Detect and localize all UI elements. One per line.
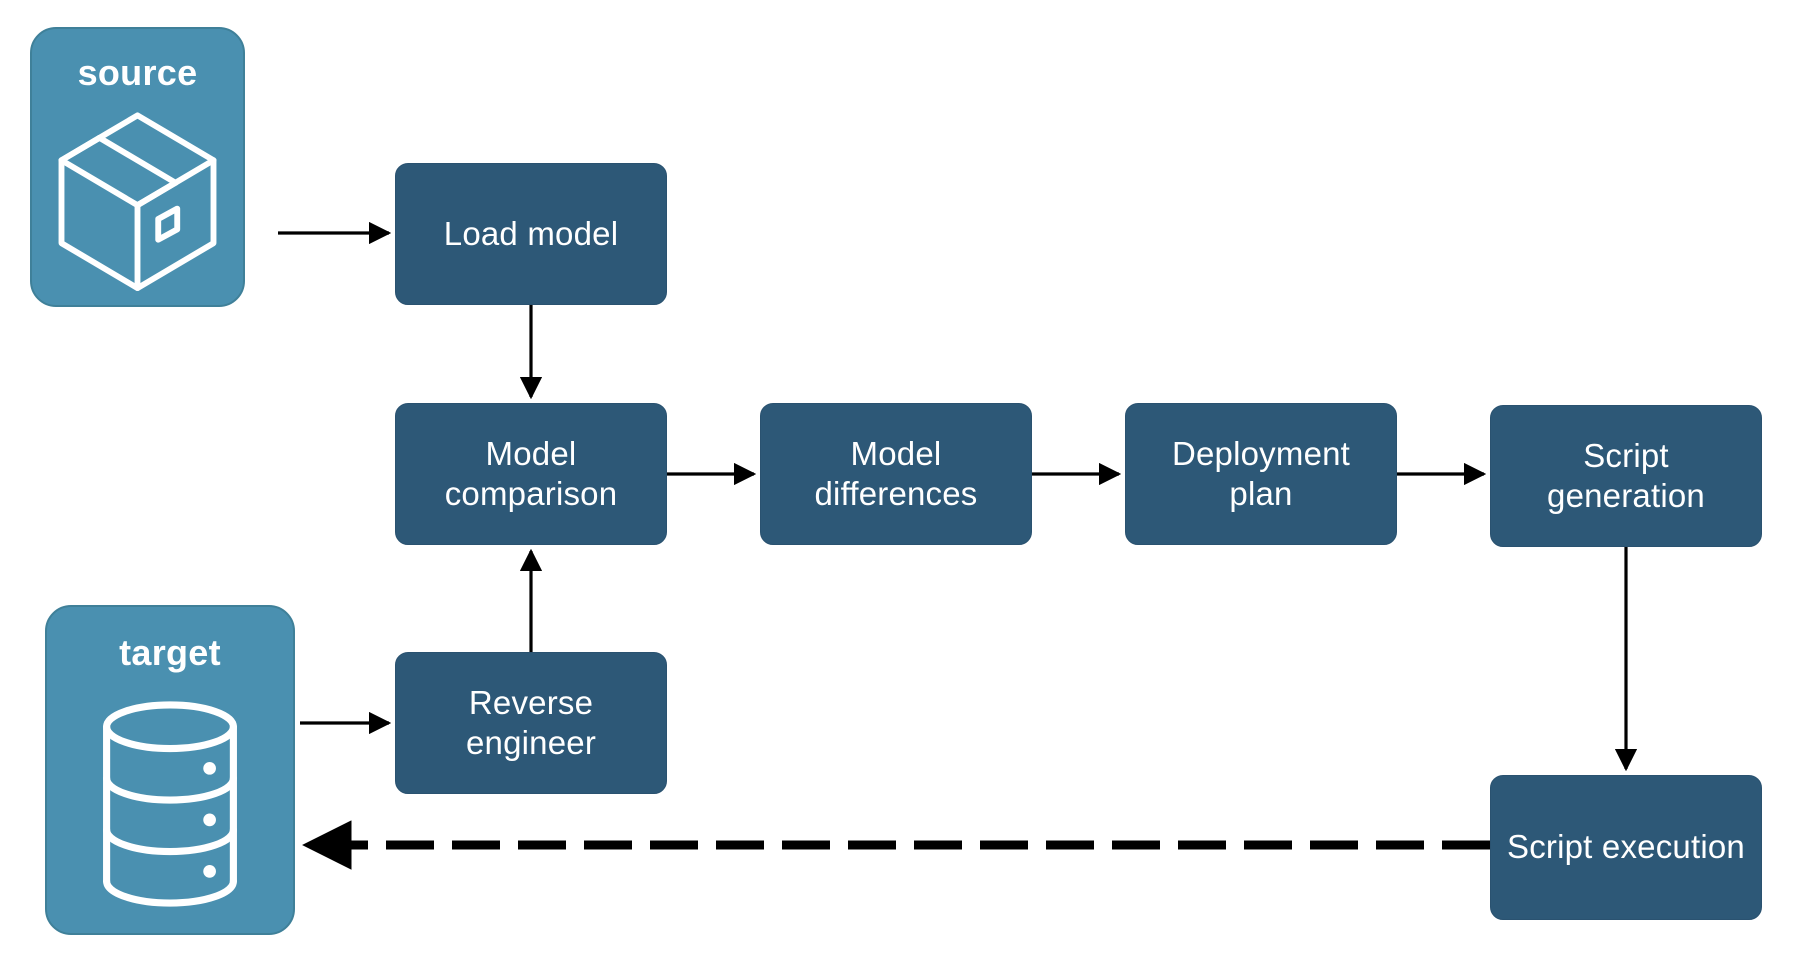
endpoint-source-label: source — [77, 52, 198, 93]
process-load-model-label: Load model — [443, 214, 619, 252]
process-reverse-engineer[interactable]: Reverse engineer — [395, 652, 667, 794]
process-script-execution-label: Script execution — [1507, 828, 1745, 866]
process-deployment-plan[interactable]: Deployment plan — [1125, 403, 1397, 545]
process-reverse-engineer-label: Reverse engineer — [465, 683, 597, 761]
process-model-comparison-label: Model comparison — [444, 434, 618, 512]
process-script-execution[interactable]: Script execution — [1490, 775, 1762, 920]
process-script-generation[interactable]: Script generation — [1490, 405, 1762, 547]
process-script-generation-label: Script generation — [1547, 436, 1705, 514]
process-model-differences[interactable]: Model differences — [760, 403, 1032, 545]
endpoint-target[interactable]: target — [45, 605, 295, 935]
endpoint-source[interactable]: source — [30, 27, 245, 307]
process-load-model[interactable]: Load model — [395, 163, 667, 305]
process-model-comparison[interactable]: Model comparison — [395, 403, 667, 545]
process-deployment-plan-label: Deployment plan — [1171, 434, 1351, 512]
endpoint-target-label: target — [119, 632, 221, 673]
package-box-icon — [32, 95, 243, 305]
process-model-differences-label: Model differences — [814, 434, 978, 512]
database-cylinder-icon — [47, 675, 293, 933]
